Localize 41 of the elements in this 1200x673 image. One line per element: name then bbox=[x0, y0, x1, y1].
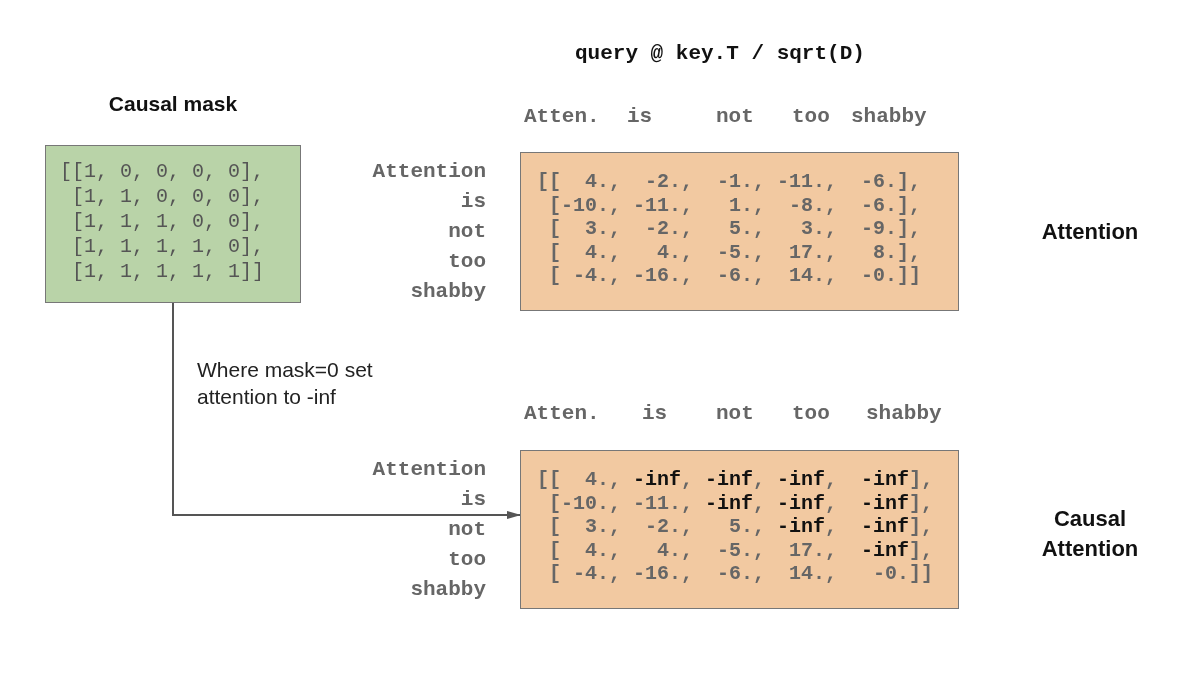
column-label: Atten. bbox=[524, 402, 600, 425]
row-label: not bbox=[448, 518, 486, 541]
matrix-row: [[ 4., -2., -1., -11., -6.], bbox=[537, 170, 922, 194]
column-label: Atten. bbox=[524, 105, 600, 128]
matrix-row-text: [ 3., -2., 5., 3., -9.], bbox=[548, 217, 922, 241]
column-label: not bbox=[716, 402, 754, 425]
column-label: is bbox=[642, 402, 668, 425]
row-label: Attention bbox=[372, 160, 486, 183]
matrix-row-text: [ 4., 4., -5., 17., 8.], bbox=[548, 240, 922, 264]
matrix-row-text: [ -4., -16., -6., 14., -0.]] bbox=[548, 264, 922, 288]
matrix-row-text: [1, 1, 0, 0, 0], bbox=[71, 184, 265, 209]
matrix-row: [[ 4., -inf, -inf, -inf, -inf], bbox=[537, 468, 934, 492]
title: query @ key.T / sqrt(D) bbox=[575, 42, 865, 65]
edge-label: Where mask=0 set attention to -inf bbox=[197, 357, 374, 410]
matrix-row-text: [1, 1, 1, 0, 0], bbox=[71, 209, 265, 234]
row-label: too bbox=[448, 548, 486, 571]
column-label: too bbox=[792, 105, 830, 128]
matrix-row-text: [1, 1, 1, 1, 1]] bbox=[71, 259, 265, 284]
matrix-row-text: [ 4., 4., -5., 17., -inf], bbox=[548, 538, 934, 562]
heading: Causal mask bbox=[107, 92, 239, 116]
matrix-caption: Causal Attention bbox=[1040, 505, 1140, 563]
matrix-row-text: [-10., -11., 1., -8., -6.], bbox=[548, 193, 922, 217]
column-label: is bbox=[627, 105, 653, 128]
column-label: shabby bbox=[851, 105, 927, 128]
arrow bbox=[172, 302, 521, 519]
column-label: not bbox=[716, 105, 754, 128]
matrix-caption: Attention bbox=[1040, 218, 1140, 246]
matrix-row-text: [1, 1, 1, 1, 0], bbox=[71, 234, 265, 259]
matrix-row-text: [ 3., -2., 5., -inf, -inf], bbox=[548, 515, 934, 539]
column-label: too bbox=[792, 402, 830, 425]
row-label: is bbox=[460, 190, 486, 213]
matrix-row-text: [ -4., -16., -6., 14., -0.]] bbox=[548, 562, 934, 586]
row-label: is bbox=[460, 488, 486, 511]
row-label: Attention bbox=[372, 458, 486, 481]
row-label: shabby bbox=[410, 578, 486, 601]
matrix-row: [[1, 0, 0, 0, 0], bbox=[60, 159, 265, 184]
row-label: shabby bbox=[410, 280, 486, 303]
row-label: not bbox=[448, 220, 486, 243]
column-label: shabby bbox=[866, 402, 942, 425]
matrix-row-text: [-10., -11., -inf, -inf, -inf], bbox=[548, 491, 934, 515]
row-label: too bbox=[448, 250, 486, 273]
